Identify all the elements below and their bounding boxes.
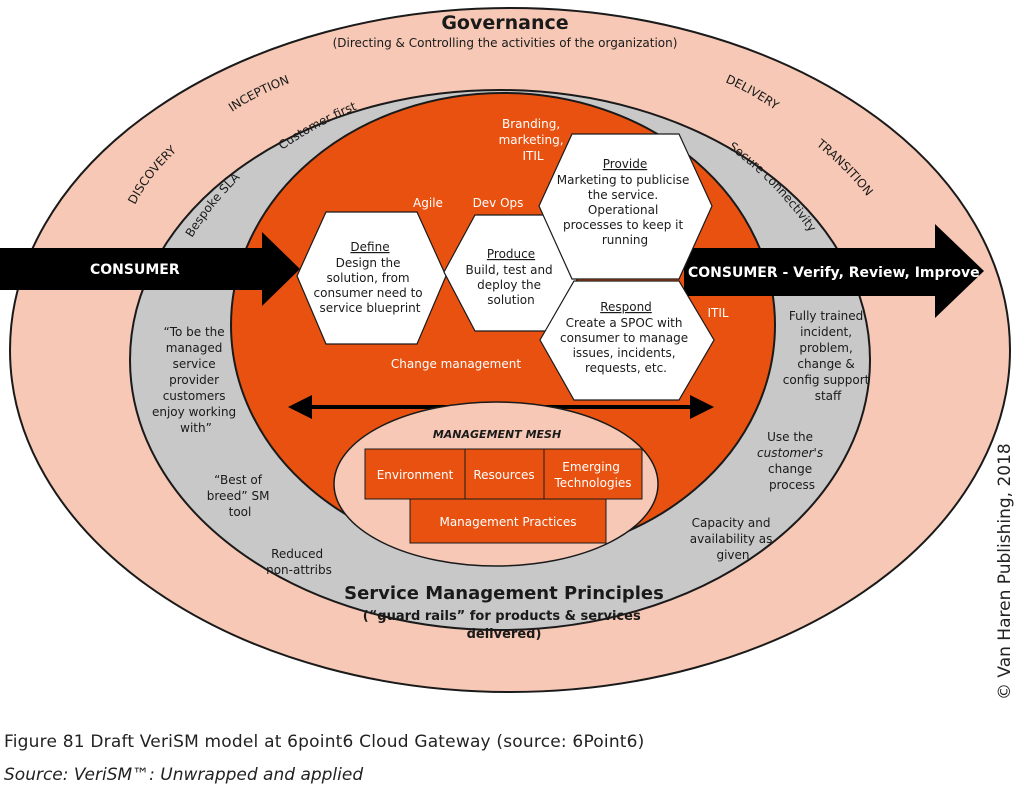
mesh-box-environment-label: Environment bbox=[377, 468, 454, 482]
principles-title: Service Management Principles bbox=[344, 583, 664, 604]
produce-title: Produce bbox=[487, 247, 535, 261]
change-management-label: Change management bbox=[391, 357, 521, 371]
note-managed-service-provider: “To be the managed service provider cust… bbox=[152, 325, 240, 435]
note-customer-change-process: Use the customer's change process bbox=[757, 430, 827, 492]
itil-label: ITIL bbox=[707, 306, 728, 320]
branding-marketing-itil-label: Branding, marketing, ITIL bbox=[499, 117, 568, 163]
note-best-of-breed: “Best of breed” SM tool bbox=[207, 473, 274, 519]
produce-description: Build, test and deploy the solution bbox=[465, 263, 556, 307]
mesh-box-emerging-technologies-label: Emerging Technologies bbox=[553, 460, 631, 490]
devops-label: Dev Ops bbox=[473, 196, 524, 210]
governance-title: Governance bbox=[441, 12, 568, 34]
double-arrow-right-head bbox=[690, 395, 714, 419]
define-description: Design the solution, from consumer need … bbox=[314, 256, 427, 315]
consumer-out-label: CONSUMER - Verify, Review, Improve bbox=[688, 265, 980, 281]
note-capacity-availability: Capacity and availability as given bbox=[690, 516, 777, 562]
copyright-notice: © Van Haren Publishing, 2018 bbox=[995, 443, 1015, 700]
note-reduced-non-attribs: Reduced non-attribs bbox=[266, 547, 332, 577]
provide-description: Marketing to publicise the service. Oper… bbox=[557, 173, 693, 247]
governance-subtitle: (Directing & Controlling the activities … bbox=[333, 36, 678, 50]
mesh-box-emerging-technologies bbox=[543, 448, 643, 500]
mesh-box-management-practices bbox=[409, 498, 607, 544]
define-title: Define bbox=[350, 240, 389, 254]
agile-label: Agile bbox=[413, 196, 443, 210]
provide-hexagon bbox=[538, 133, 713, 280]
consumer-out-arrow bbox=[684, 224, 984, 318]
respond-title: Respond bbox=[600, 300, 652, 314]
consumer-in-label: CONSUMER bbox=[90, 262, 180, 278]
consumer-in-arrow bbox=[0, 232, 300, 306]
management-mesh-title: MANAGEMENT MESH bbox=[433, 428, 561, 441]
mesh-box-management-practices-label: Management Practices bbox=[439, 515, 576, 529]
figure-caption: Figure 81 Draft VeriSM model at 6point6 … bbox=[4, 732, 645, 752]
respond-hexagon bbox=[539, 280, 715, 401]
mesh-box-resources-label: Resources bbox=[473, 468, 534, 482]
provide-title: Provide bbox=[603, 157, 647, 171]
respond-description: Create a SPOC with consumer to manage is… bbox=[560, 316, 692, 375]
double-arrow-left-head bbox=[288, 395, 312, 419]
mesh-box-environment bbox=[364, 448, 466, 500]
note-fully-trained-staff: Fully trained incident, problem, change … bbox=[783, 309, 873, 403]
principles-subtitle: (“guard rails” for products & services d… bbox=[363, 609, 645, 642]
source-caption: Source: VeriSM™: Unwrapped and applied bbox=[4, 765, 364, 785]
